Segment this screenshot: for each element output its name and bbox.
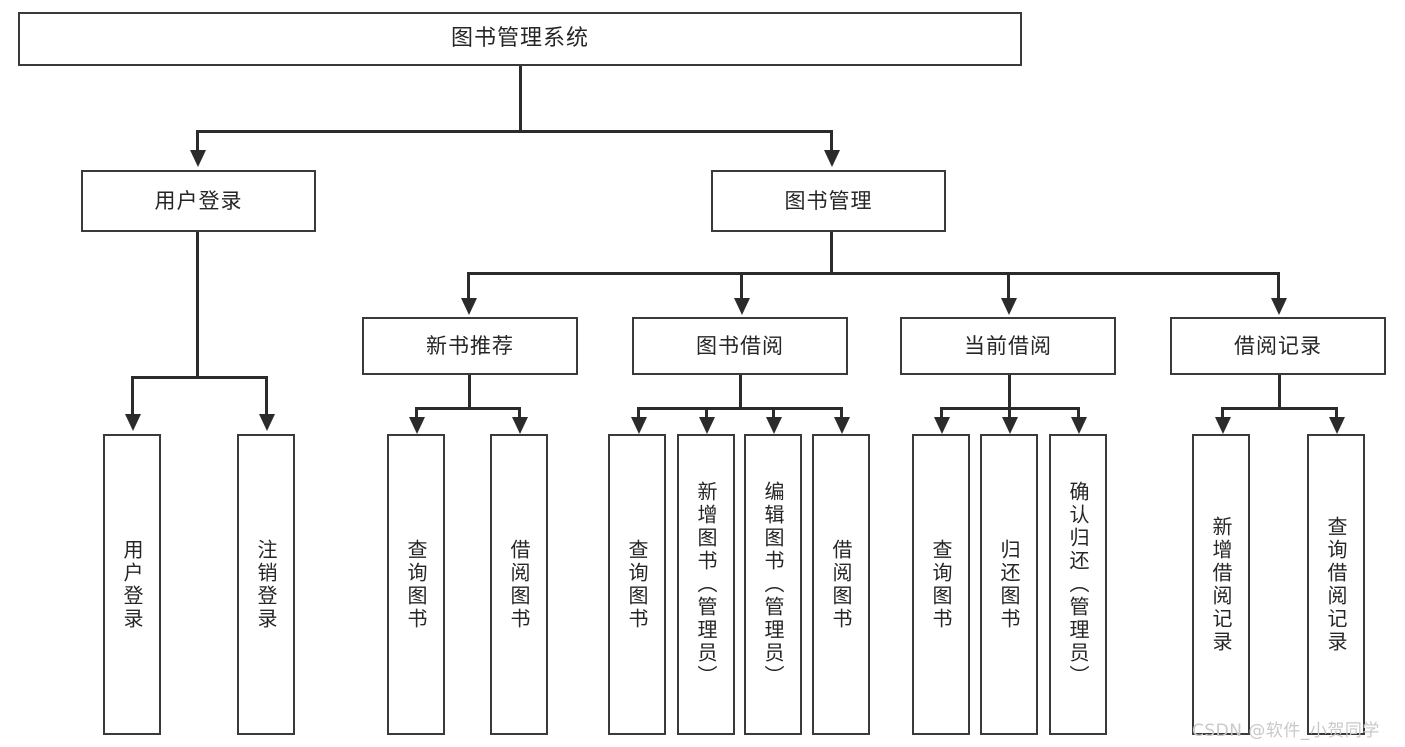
arrowhead-borrow-record-leaf-2 xyxy=(1329,417,1345,434)
arrowhead-new-book-leaf-1 xyxy=(409,417,425,434)
node-root-system[interactable]: 图书管理系统 xyxy=(18,12,1022,66)
node-borrow-record[interactable]: 借阅记录 xyxy=(1170,317,1386,375)
leaf-record-query[interactable]: 查询借阅记录 xyxy=(1307,434,1365,735)
edge-new-book-leaf-1 xyxy=(415,407,418,419)
leaf-new-book-borrow[interactable]: 借阅图书 xyxy=(490,434,548,735)
arrowhead-new-book-leaf-2 xyxy=(512,417,528,434)
edge-new-book-bus xyxy=(415,407,521,410)
node-label: 新书推荐 xyxy=(426,333,514,358)
leaf-current-query-book[interactable]: 查询图书 xyxy=(912,434,970,735)
edge-root-stem xyxy=(519,65,522,131)
node-book-manage[interactable]: 图书管理 xyxy=(711,170,946,232)
edge-borrow-record-leaf-1 xyxy=(1221,407,1224,419)
arrowhead-book-borrow-leaf-1 xyxy=(631,417,647,434)
node-label: 用户登录 xyxy=(120,538,144,631)
leaf-borrow-query-book[interactable]: 查询图书 xyxy=(608,434,666,735)
leaf-current-return-book[interactable]: 归还图书 xyxy=(980,434,1038,735)
edge-user-login-bus xyxy=(131,376,267,379)
edge-root-bus xyxy=(196,130,832,133)
edge-new-book-stem xyxy=(468,375,471,409)
edge-book-borrow-leaf-4 xyxy=(840,407,843,419)
edge-current-borrow-leaf-1 xyxy=(940,407,943,419)
node-label: 查询借阅记录 xyxy=(1324,515,1348,654)
edge-new-book-leaf-2 xyxy=(518,407,521,419)
node-label: 借阅图书 xyxy=(829,538,853,631)
edge-current-borrow-leaf-3 xyxy=(1077,407,1080,419)
node-label: 借阅记录 xyxy=(1234,333,1322,358)
node-label: 借阅图书 xyxy=(507,538,531,631)
edge-root-to-user-login xyxy=(196,130,199,152)
csdn-watermark: CSDN @软件_小贺同学 xyxy=(1192,721,1380,741)
node-label: 编辑图书（管理员） xyxy=(761,481,785,688)
arrowhead-book-manage xyxy=(824,150,840,167)
node-label: 归还图书 xyxy=(997,538,1021,631)
arrowhead-book-borrow xyxy=(734,298,750,315)
arrowhead-new-book xyxy=(461,298,477,315)
node-user-login[interactable]: 用户登录 xyxy=(81,170,316,232)
edge-user-login-stem xyxy=(196,232,199,378)
arrowhead-current-borrow xyxy=(1001,298,1017,315)
edge-current-borrow-stem xyxy=(1008,375,1011,409)
edge-to-borrow-record xyxy=(1277,272,1280,300)
node-label: 图书管理 xyxy=(784,188,873,213)
edge-borrow-record-leaf-2 xyxy=(1335,407,1338,419)
edge-root-to-book-manage xyxy=(830,130,833,152)
edge-book-borrow-stem xyxy=(739,375,742,409)
arrowhead-book-borrow-leaf-2 xyxy=(699,417,715,434)
node-current-borrow[interactable]: 当前借阅 xyxy=(900,317,1116,375)
edge-book-borrow-leaf-3 xyxy=(772,407,775,419)
edge-book-borrow-leaf-2 xyxy=(705,407,708,419)
arrowhead-user-login xyxy=(190,150,206,167)
node-book-borrow[interactable]: 图书借阅 xyxy=(632,317,848,375)
node-label: 图书管理系统 xyxy=(450,26,589,52)
node-label: 查询图书 xyxy=(625,538,649,631)
arrowhead-current-borrow-leaf-1 xyxy=(934,417,950,434)
arrowhead-current-borrow-leaf-2 xyxy=(1002,417,1018,434)
edge-borrow-record-stem xyxy=(1278,375,1281,409)
leaf-new-book-query[interactable]: 查询图书 xyxy=(387,434,445,735)
node-label: 新增图书（管理员） xyxy=(694,481,718,688)
edge-borrow-record-bus xyxy=(1221,407,1338,410)
node-label: 查询图书 xyxy=(929,538,953,631)
edge-level3-bus xyxy=(467,272,1279,275)
leaf-current-confirm-return[interactable]: 确认归还（管理员） xyxy=(1049,434,1107,735)
node-label: 注销登录 xyxy=(254,538,278,631)
arrowhead-current-borrow-leaf-3 xyxy=(1071,417,1087,434)
arrowhead-leaf-logout xyxy=(259,414,275,431)
arrowhead-leaf-user-login xyxy=(125,414,141,431)
node-label: 查询图书 xyxy=(404,538,428,631)
leaf-borrow-add-book[interactable]: 新增图书（管理员） xyxy=(677,434,735,735)
leaf-user-login[interactable]: 用户登录 xyxy=(103,434,161,735)
arrowhead-book-borrow-leaf-4 xyxy=(834,417,850,434)
edge-to-current-borrow xyxy=(1007,272,1010,300)
edge-to-book-borrow xyxy=(740,272,743,300)
leaf-borrow-edit-book[interactable]: 编辑图书（管理员） xyxy=(744,434,802,735)
arrowhead-book-borrow-leaf-3 xyxy=(766,417,782,434)
node-new-book-recommend[interactable]: 新书推荐 xyxy=(362,317,578,375)
node-label: 图书借阅 xyxy=(696,333,784,358)
edge-book-manage-stem xyxy=(830,232,833,274)
arrowhead-borrow-record-leaf-1 xyxy=(1215,417,1231,434)
edge-current-borrow-leaf-2 xyxy=(1008,407,1011,419)
node-label: 新增借阅记录 xyxy=(1209,515,1233,654)
edge-book-borrow-bus xyxy=(637,407,843,410)
edge-to-new-book xyxy=(467,272,470,300)
edge-to-leaf-logout xyxy=(265,376,268,416)
node-label: 确认归还（管理员） xyxy=(1066,481,1090,688)
edge-book-borrow-leaf-1 xyxy=(637,407,640,419)
node-label: 用户登录 xyxy=(154,188,243,213)
leaf-borrow-borrow-book[interactable]: 借阅图书 xyxy=(812,434,870,735)
edge-to-leaf-user-login xyxy=(131,376,134,416)
arrowhead-borrow-record xyxy=(1271,298,1287,315)
node-label: 当前借阅 xyxy=(964,333,1052,358)
leaf-logout[interactable]: 注销登录 xyxy=(237,434,295,735)
leaf-record-add[interactable]: 新增借阅记录 xyxy=(1192,434,1250,735)
